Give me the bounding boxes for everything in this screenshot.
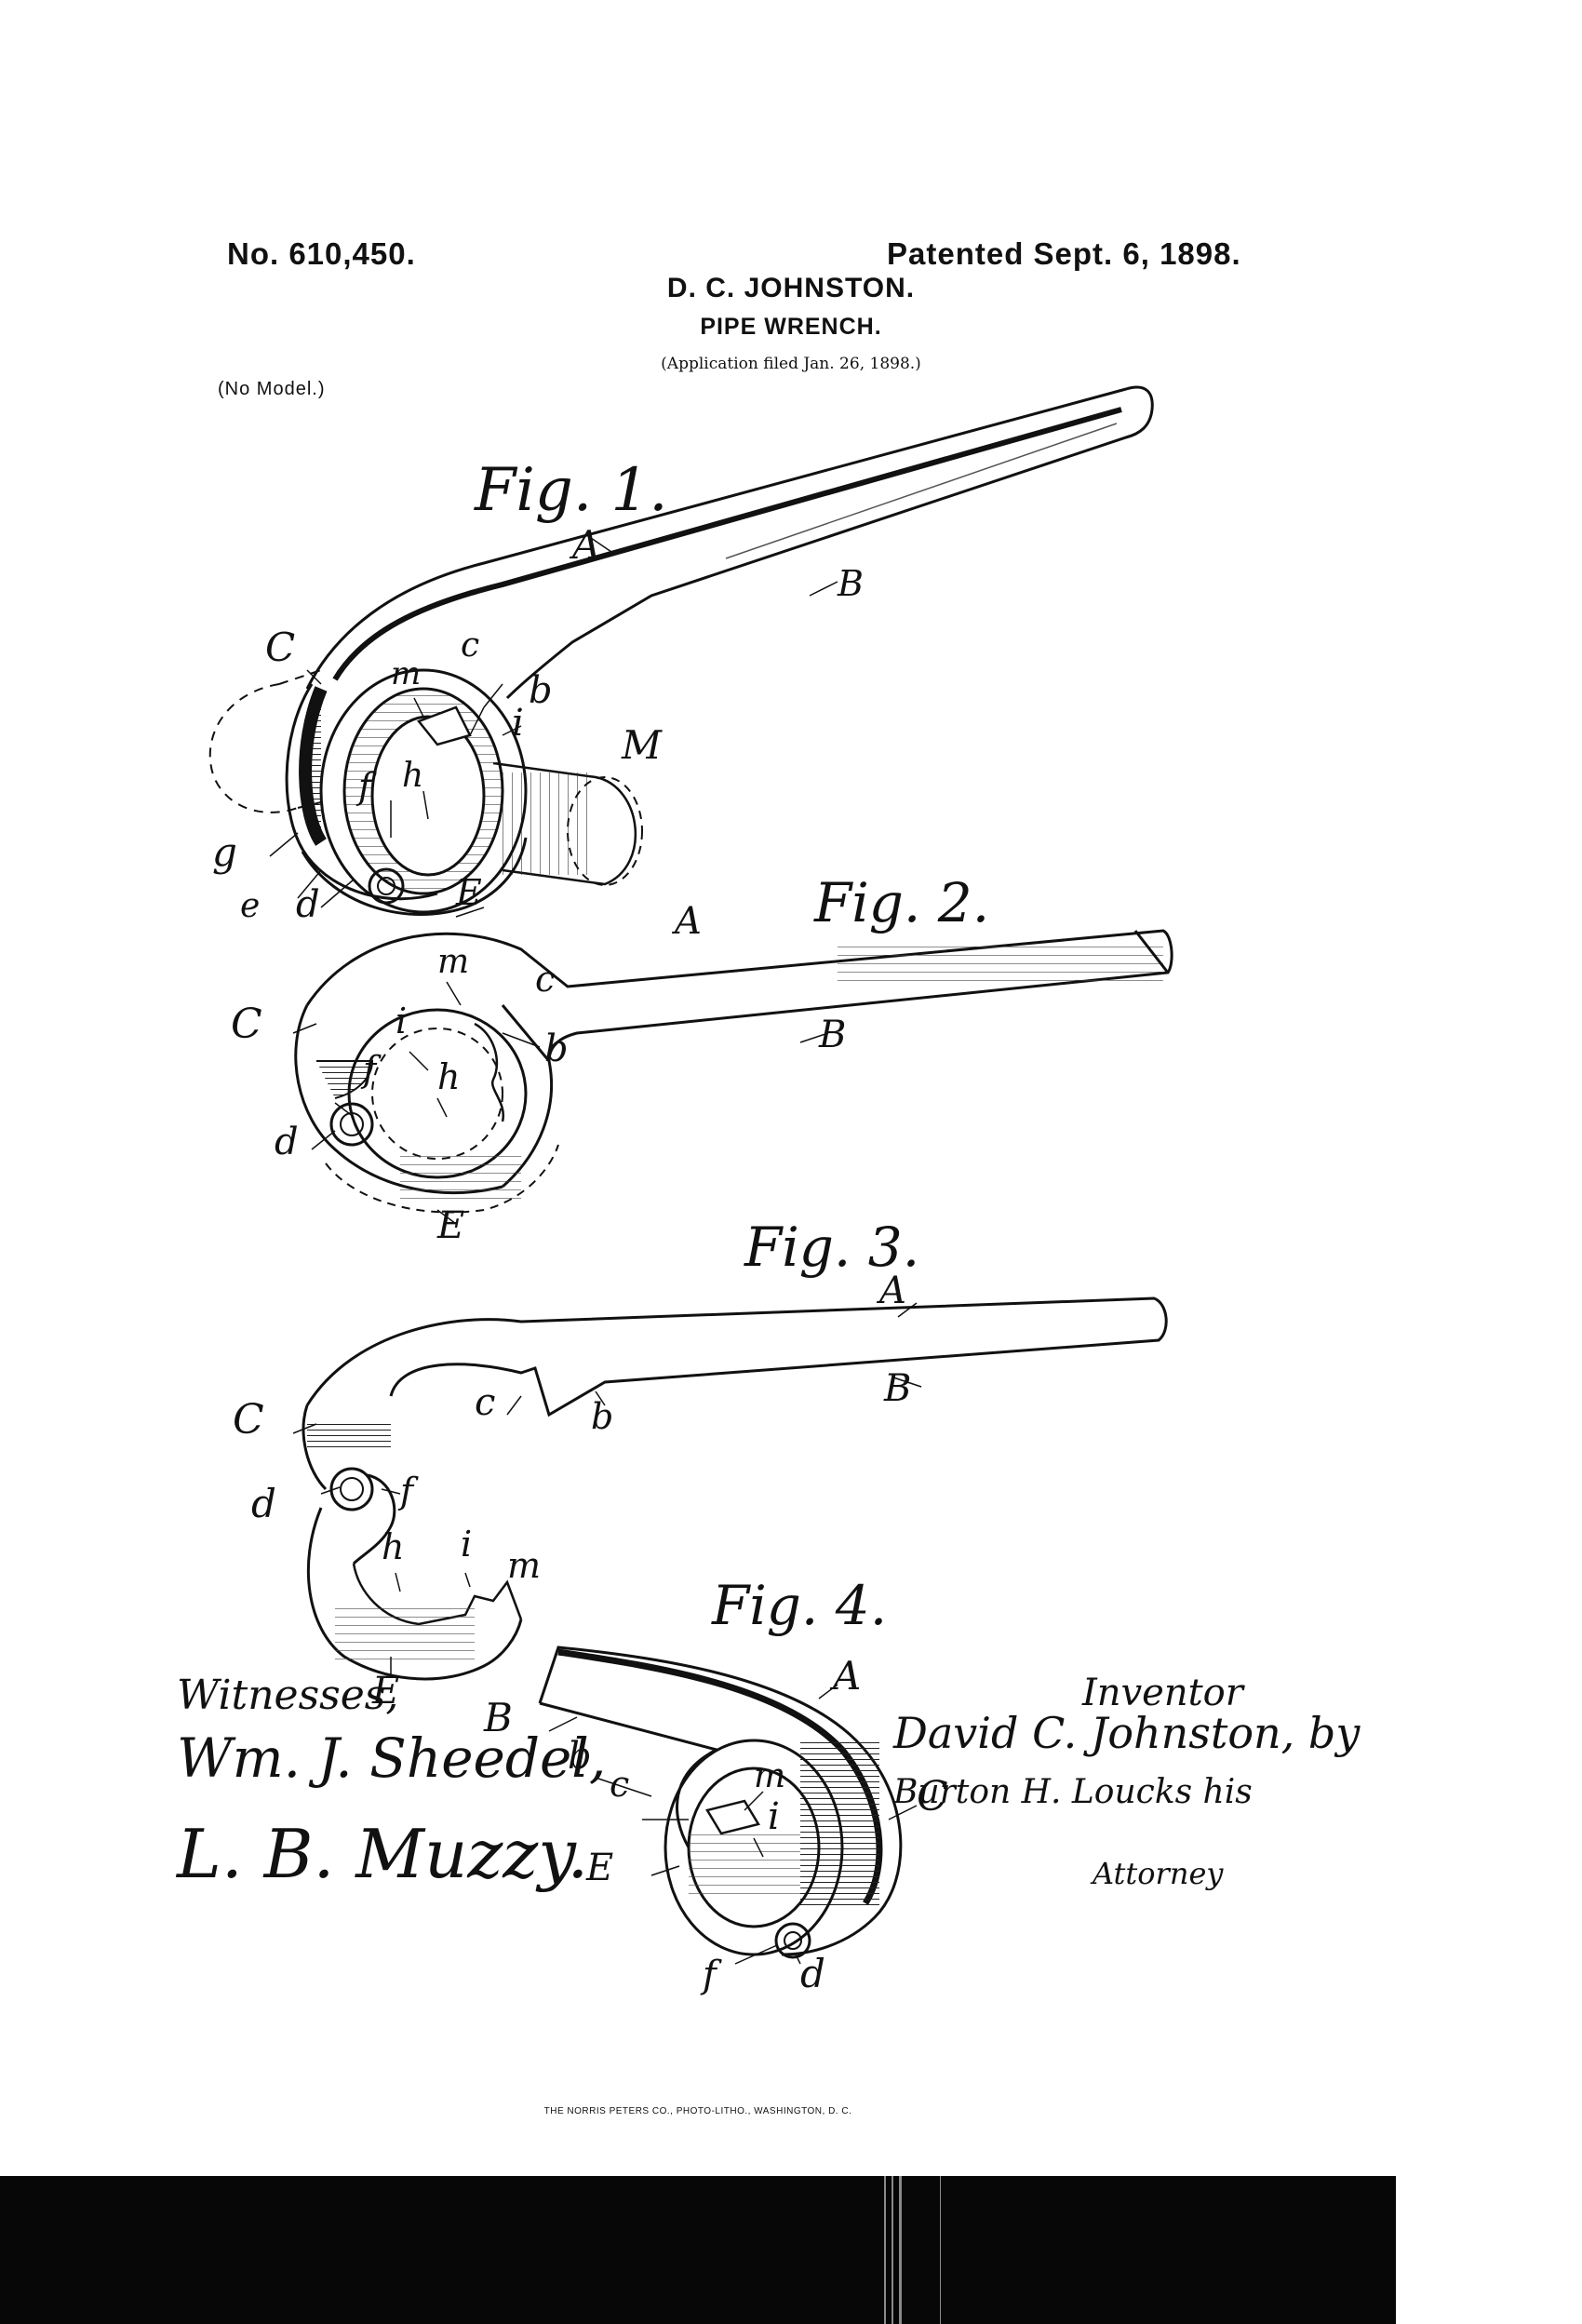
figure-2: [292, 929, 1173, 1225]
model-note: (No Model.): [218, 379, 326, 399]
fig1-label-B: B: [837, 563, 864, 604]
fig2-label-c: c: [535, 959, 555, 1000]
fig2-label-B: B: [818, 1014, 846, 1056]
fig4-label-b: b: [568, 1735, 592, 1778]
inventor-name: D. C. JOHNSTON.: [666, 273, 916, 303]
scan-border-band: [0, 2176, 1396, 2324]
fig4-label-c: c: [610, 1764, 629, 1805]
printer-credit: THE NORRIS PETERS CO., PHOTO-LITHO., WAS…: [543, 2106, 852, 2116]
fig1-label-C: C: [265, 625, 295, 670]
patent-date: Patented Sept. 6, 1898.: [887, 236, 1241, 271]
figure-4: [538, 1646, 918, 1965]
fig4-label-A: A: [829, 1653, 861, 1699]
fig3-label-C: C: [233, 1396, 264, 1444]
fig3-title: Fig. 3.: [744, 1216, 919, 1279]
fig3-label-f: f: [397, 1471, 419, 1511]
figure-1: [208, 385, 1154, 918]
fig3-label-i: i: [461, 1524, 472, 1565]
inventor-signature: David C. Johnston, by: [893, 1708, 1361, 1758]
fig2-label-b: b: [544, 1028, 569, 1070]
fig2-label-i: i: [396, 1001, 407, 1041]
patent-number: No. 610,450.: [227, 236, 416, 271]
fig3-label-d: d: [251, 1481, 276, 1526]
fig2-label-E: E: [436, 1204, 464, 1247]
fig3-label-E: E: [371, 1670, 399, 1713]
fig2-label-f: f: [360, 1049, 382, 1090]
fig4-label-C: C: [917, 1773, 948, 1820]
fig1-label-i: i: [512, 702, 524, 745]
fig2-label-m: m: [437, 943, 469, 981]
fig1-label-d: d: [296, 883, 320, 926]
fig1-label-c: c: [461, 626, 479, 665]
witness-2-signature: L. B. Muzzy.: [177, 1815, 589, 1893]
attorney-label: Attorney: [1093, 1856, 1224, 1891]
fig1-label-h: h: [402, 757, 423, 795]
invention-title: PIPE WRENCH.: [700, 314, 882, 340]
fig4-label-f: f: [700, 1954, 722, 1996]
fig3-label-b: b: [591, 1396, 613, 1437]
fig1-label-M: M: [621, 722, 663, 768]
fig2-label-d: d: [275, 1121, 299, 1163]
attorney-signature: Burton H. Loucks his: [893, 1773, 1253, 1811]
fig3-label-A: A: [876, 1269, 906, 1312]
inventor-label: Inventor: [1082, 1672, 1243, 1714]
fig2-title: Fig. 2.: [813, 871, 989, 934]
fig1-label-E: E: [455, 872, 482, 913]
fig4-label-d: d: [800, 1951, 825, 1996]
fig2-label-A: A: [671, 900, 702, 943]
fig1-label-b: b: [529, 669, 553, 712]
fig3-label-m: m: [507, 1545, 541, 1586]
fig1-label-A: A: [569, 522, 600, 568]
witness-1-signature: Wm. J. Sheedel,: [177, 1726, 607, 1790]
fig4-label-i: i: [768, 1795, 780, 1838]
fig3-label-h: h: [382, 1526, 404, 1567]
witnesses-label: Witnesses,: [177, 1672, 399, 1719]
fig1-title: Fig. 1.: [474, 456, 668, 525]
fig3-label-c: c: [475, 1381, 495, 1424]
fig2-label-h: h: [437, 1056, 460, 1097]
fig2-label-C: C: [231, 1001, 262, 1048]
fig3-label-B: B: [883, 1367, 911, 1410]
fig4-label-B: B: [483, 1695, 513, 1740]
fig1-label-g: g: [212, 829, 237, 875]
fig4-label-E: E: [585, 1847, 613, 1889]
fig1-label-e: e: [240, 887, 260, 925]
fig4-label-m: m: [754, 1757, 785, 1795]
fig1-label-m: m: [391, 655, 421, 692]
application-note: (Application filed Jan. 26, 1898.): [661, 355, 921, 373]
fig4-title: Fig. 4.: [711, 1574, 887, 1637]
figure-3: [292, 1296, 1168, 1681]
